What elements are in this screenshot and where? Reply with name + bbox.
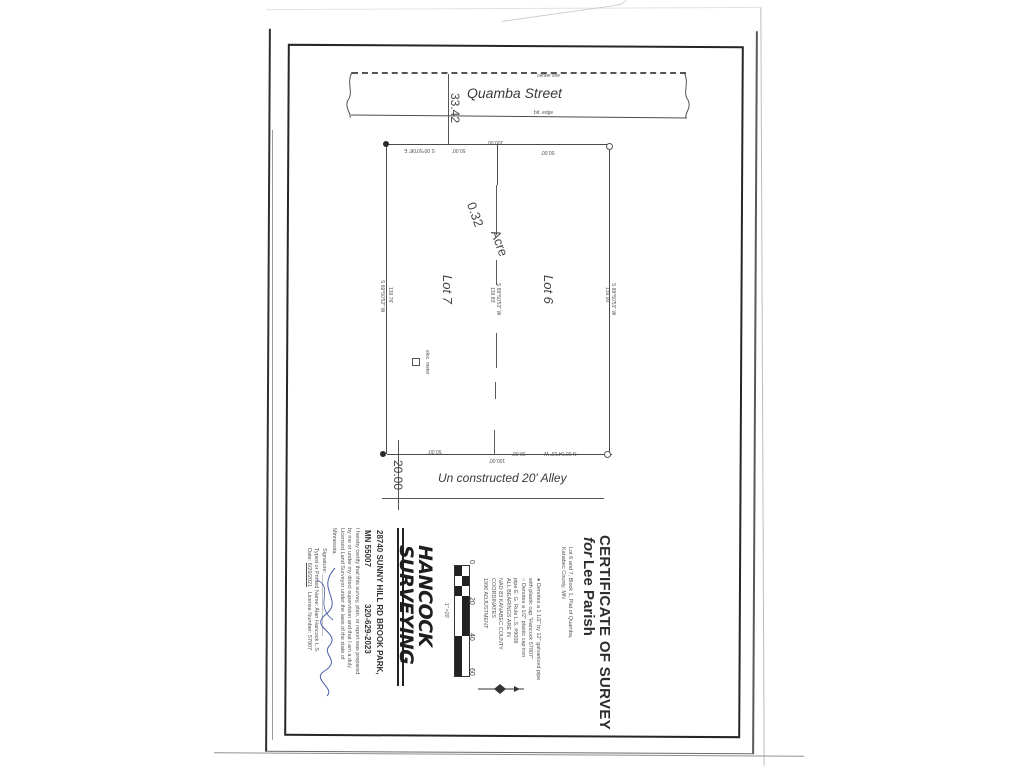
iron-pipe-monument-icon [383,141,389,147]
electric-meter-icon [412,358,420,366]
middle-line-length: 139.83' [489,287,495,304]
logo-line-hancock: HANCOCK [414,545,436,647]
alley-width-dimension: 20.00 [391,460,405,491]
iron-pipe-open-monument-icon [604,451,611,458]
alley-edge-line [382,498,604,499]
certificate-title: CERTIFICATE OF SURVEY [596,535,613,730]
center-line-label: center line [537,73,561,79]
north-arrow-icon [478,684,524,694]
north-line-lot6-segment: 50.00' [541,149,555,155]
lot-7-label: Lot 7 [440,275,455,304]
company-address-line2: MN 55007 [363,530,372,567]
street-edge-label: bit. edge [534,110,554,116]
iron-pipe-open-monument-icon [606,143,613,150]
paper-fold-line [272,130,273,740]
street-center-line [352,72,686,74]
certification-line: I hereby certify that this survey, plan,… [354,528,360,675]
legal-description-line: Lot 6 and 7, Block 1, Plat of Quamba, [567,547,573,639]
company-logo: HANCOCK SURVEYING [395,545,436,665]
street-name: Quamba Street [467,85,562,101]
legend-line: ALL BEARINGS ARE IN [505,578,511,638]
legend-line: ● Denotes a 1 1/2" by 12" galvanized pip… [535,578,541,681]
logo-rule [402,528,404,686]
west-line-bearing: S 89°50'52" W [379,280,385,313]
iron-pipe-monument-icon [380,451,386,457]
parcel-east-line [609,147,610,454]
legend-line: ○ Denotes a 1/2" plastic cap iron [520,578,526,658]
south-line-lot6-segment: 50.00' [512,450,526,456]
lot-6-label: Lot 6 [541,275,556,304]
electric-meter-label: elec. meter [424,350,430,375]
middle-line-bearing: S 89°50'53" W [495,283,501,316]
legend-line: with plastic cap "Hancock 57907" [527,578,534,659]
south-line-lot6-bearing: N 00°04'18" W [544,450,577,456]
parcel-west-line [386,145,387,454]
logo-line-surveying: SURVEYING [395,545,417,665]
street-break-right-icon [683,71,690,119]
street-offset-dimension: 33.42 [448,93,462,124]
scale-bar [454,565,470,677]
lot-divider-line [496,260,497,285]
legend-line: COORDINATES [490,578,496,618]
lot-divider-line [496,333,497,368]
east-line-bearing: S 89°50'53" W [610,283,616,316]
logo-rule [397,528,399,686]
north-line-lot7-bearing: S 00°50'08" E [404,147,435,153]
street-break-left-icon [346,71,353,119]
street-offset-dimension-line [448,74,449,144]
south-line-lot7-segment: 50.00' [428,448,442,454]
legal-description-line: Kanabec County, MN [560,547,566,599]
legend-line: pipe E. G. Rule L.S. #9008 [512,578,519,644]
signature-ink-icon [316,567,336,697]
client-name: Lee Parish [580,560,597,636]
scale-tick-60: 60 [468,668,475,676]
scale-tick-40: 40 [468,633,475,641]
alley-width-dimension-line [398,440,399,510]
legend-line: NAD 83 KANABEC COUNTY [497,578,504,650]
lot-divider-line [497,145,498,185]
scale-ratio: 1" =20' [443,603,449,619]
south-line-total: 100.00' [489,457,506,463]
north-line-total: 100.00' [487,139,504,145]
west-line-length: 139.76' [387,287,393,304]
company-phone: 320-629-2023 [363,604,372,654]
scale-tick-20: 20 [468,597,475,605]
legend: ● Denotes a 1 1/2" by 12" galvanized pip… [481,578,542,681]
scale-tick-0: 0 [468,560,475,564]
certificate-for-label: for [580,537,597,557]
north-line-lot7-segment: 50.00' [452,147,466,153]
parcel-north-line [387,144,611,145]
east-line-length: 139.90' [604,287,610,304]
alley-name: Un constructed 20' Alley [438,471,567,485]
legend-line: 1996 ADJUSTMENT [482,578,489,629]
lot-divider-line [495,382,496,399]
parcel-south-line [387,454,612,455]
lot-divider-line [496,185,497,235]
company-address-line1: 28740 SUNNY HILL RD BROOK PARK, [375,530,384,675]
lot-divider-line [494,430,495,455]
